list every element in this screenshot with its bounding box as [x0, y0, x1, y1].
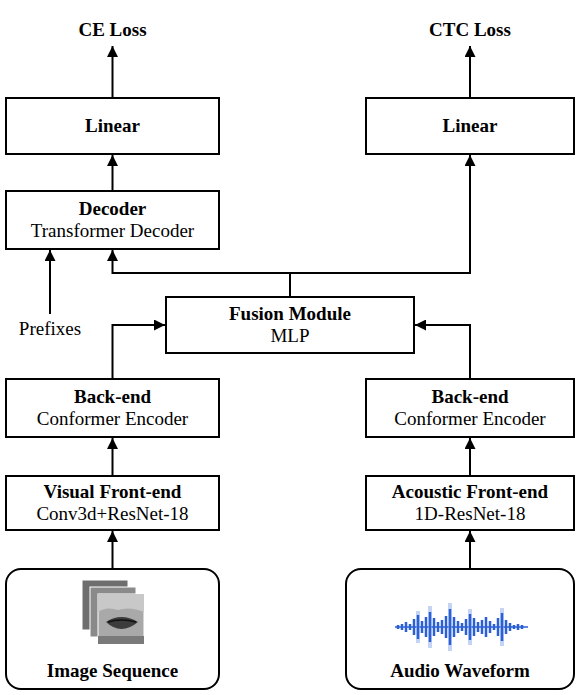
box-title: Back-end	[431, 386, 508, 408]
box-title: Visual Front-end	[44, 481, 182, 503]
encoder-box: Back-endConformer Encoder	[5, 378, 220, 438]
box-subtitle: MLP	[270, 325, 309, 347]
box-title: Decoder	[79, 198, 147, 220]
image-frame	[90, 587, 136, 637]
box-title: Audio Waveform	[390, 660, 530, 682]
arrow-connector	[112, 438, 114, 475]
waveform-bars	[398, 609, 522, 645]
waveform-baseline	[395, 626, 528, 628]
arrow-connector	[113, 325, 166, 378]
audio-waveform	[395, 603, 528, 651]
input-label: Prefixes	[19, 318, 81, 340]
image-frame	[98, 594, 144, 644]
box-title: Linear	[443, 115, 498, 137]
arrow-connector	[112, 155, 114, 190]
lips-line	[108, 620, 136, 622]
input-box: Image Sequence	[5, 568, 220, 690]
image-frame	[82, 580, 128, 630]
decoder-box: DecoderTransformer Decoder	[5, 190, 220, 250]
box-title: Acoustic Front-end	[392, 481, 548, 503]
encoder-box: Back-endConformer Encoder	[365, 378, 575, 438]
box-subtitle: Conformer Encoder	[394, 408, 545, 430]
arrow-connector	[469, 438, 471, 475]
arrow-connector	[290, 155, 470, 296]
box-subtitle: Conv3d+ResNet-18	[36, 503, 188, 525]
loss-arrow	[469, 46, 471, 97]
linear-box: Linear	[365, 97, 575, 155]
input-box: Audio Waveform	[345, 568, 575, 690]
waveform-shadow	[418, 603, 502, 651]
arrow-connector	[112, 531, 114, 568]
arrow-connector	[469, 531, 471, 568]
lip-image-sequence	[82, 580, 144, 644]
prefix-arrow	[49, 250, 51, 314]
lips-shape	[106, 617, 138, 629]
box-subtitle: Transformer Decoder	[31, 220, 194, 242]
loss-arrow	[112, 46, 114, 97]
box-title: Image Sequence	[47, 660, 178, 682]
arrow-connector	[415, 325, 470, 378]
box-subtitle: Conformer Encoder	[37, 408, 188, 430]
fusion-box: Fusion ModuleMLP	[165, 296, 415, 354]
box-title: Fusion Module	[229, 303, 351, 325]
loss-label: CTC Loss	[429, 19, 511, 41]
box-subtitle: 1D-ResNet-18	[415, 503, 526, 525]
chin-shade	[98, 636, 144, 644]
box-title: Linear	[85, 115, 140, 137]
linear-box: Linear	[5, 97, 220, 155]
box-title: Back-end	[74, 386, 151, 408]
frontend-box: Visual Front-endConv3d+ResNet-18	[5, 475, 220, 531]
frontend-box: Acoustic Front-end1D-ResNet-18	[365, 475, 575, 531]
loss-label: CE Loss	[78, 19, 146, 41]
face-skin	[98, 594, 144, 612]
arrow-connector	[113, 250, 291, 296]
